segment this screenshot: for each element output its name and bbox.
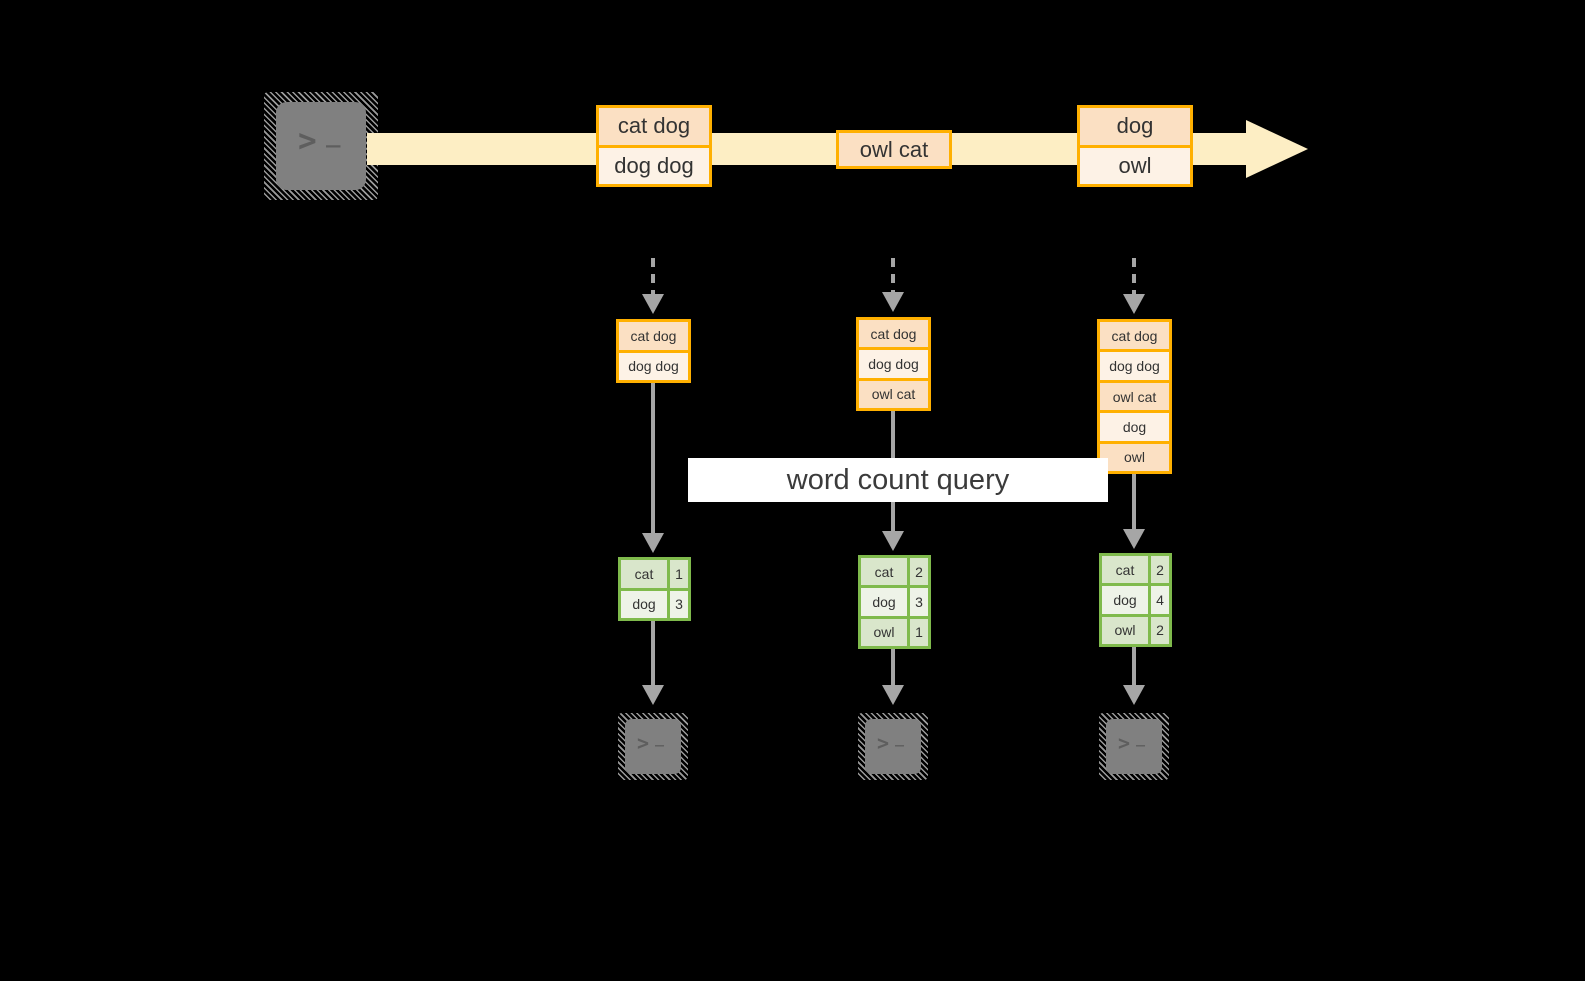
- stream-event-1-line-2: dog dog: [599, 144, 709, 184]
- terminal-face: [1106, 719, 1162, 774]
- result-table-2-key-2: dog: [861, 588, 907, 616]
- result-table-3-key-3: owl: [1102, 616, 1148, 644]
- result-table-3-value-1: 2: [1148, 556, 1169, 584]
- result-table-2-row-2: dog 3: [861, 585, 928, 616]
- result-table-2[interactable]: cat 2 dog 3 owl 1: [858, 555, 931, 649]
- trigger-2-dashed-line: [891, 258, 895, 294]
- input-table-3-row-1: cat dog: [1100, 322, 1169, 350]
- terminal-face: [865, 719, 921, 774]
- input-table-1-row-1: cat dog: [619, 322, 688, 350]
- result-table-3-row-3: owl 2: [1102, 613, 1169, 644]
- result-table-2-row-1: cat 2: [861, 558, 928, 586]
- trigger-2-sink-arrowhead: [882, 685, 904, 705]
- terminal-prompt-glyph: >: [637, 731, 650, 755]
- result-table-1-row-1: cat 1: [621, 560, 688, 588]
- trigger-3-sink-terminal-icon: > _: [1099, 713, 1169, 780]
- query-label-band: word count query: [688, 458, 1108, 502]
- trigger-3-query-arrowhead: [1123, 529, 1145, 549]
- trigger-1-sink-arrowhead: [642, 685, 664, 705]
- input-table-2-row-1: cat dog: [859, 320, 928, 348]
- terminal-cursor-glyph: _: [326, 120, 342, 148]
- result-table-3-row-1: cat 2: [1102, 556, 1169, 584]
- stream-arrow-head: [1246, 120, 1308, 178]
- trigger-3-sink-line: [1132, 647, 1136, 687]
- input-table-3-row-2: dog dog: [1100, 349, 1169, 380]
- trigger-1-dashed-line: [651, 258, 655, 296]
- trigger-3-query-line: [1132, 474, 1136, 531]
- input-table-3-row-5: owl: [1100, 440, 1169, 472]
- stream-event-1-line-1: cat dog: [599, 108, 709, 145]
- trigger-1-dashed-arrowhead: [642, 294, 664, 314]
- result-table-3-row-2: dog 4: [1102, 583, 1169, 614]
- trigger-2-sink-terminal-icon: > _: [858, 713, 928, 780]
- source-terminal-icon: > _: [264, 92, 378, 200]
- result-table-1-value-1: 1: [667, 560, 688, 588]
- result-table-3-value-3: 2: [1148, 616, 1169, 644]
- result-table-3-value-2: 4: [1148, 586, 1169, 614]
- trigger-2-dashed-arrowhead: [882, 292, 904, 312]
- input-table-1[interactable]: cat dog dog dog: [616, 319, 691, 383]
- terminal-prompt-glyph: >: [877, 731, 890, 755]
- input-table-2-row-2: dog dog: [859, 347, 928, 378]
- trigger-3-sink-arrowhead: [1123, 685, 1145, 705]
- result-table-1[interactable]: cat 1 dog 3: [618, 557, 691, 621]
- input-table-3-row-4: dog: [1100, 410, 1169, 441]
- stream-event-3-line-2: owl: [1080, 144, 1190, 184]
- result-table-1-row-2: dog 3: [621, 587, 688, 618]
- stream-event-3-line-1: dog: [1080, 108, 1190, 145]
- result-table-3[interactable]: cat 2 dog 4 owl 2: [1099, 553, 1172, 647]
- input-table-1-row-2: dog dog: [619, 349, 688, 380]
- terminal-face: [625, 719, 681, 774]
- terminal-cursor-glyph: _: [895, 729, 905, 747]
- terminal-prompt-glyph: >: [298, 123, 318, 159]
- trigger-2-query-arrowhead: [882, 531, 904, 551]
- result-table-2-row-3: owl 1: [861, 615, 928, 646]
- trigger-1-sink-line: [651, 621, 655, 687]
- trigger-1-query-line: [651, 383, 655, 535]
- query-label: word count query: [786, 463, 1010, 496]
- input-table-3-row-3: owl cat: [1100, 379, 1169, 411]
- result-table-2-key-3: owl: [861, 618, 907, 646]
- result-table-1-key-1: cat: [621, 560, 667, 588]
- result-table-2-value-1: 2: [907, 558, 928, 586]
- terminal-cursor-glyph: _: [655, 729, 665, 747]
- terminal-cursor-glyph: _: [1136, 729, 1146, 747]
- result-table-2-value-3: 1: [907, 618, 928, 646]
- result-table-2-key-1: cat: [861, 558, 907, 586]
- trigger-1-query-arrowhead: [642, 533, 664, 553]
- terminal-prompt-glyph: >: [1118, 731, 1131, 755]
- input-table-3[interactable]: cat dog dog dog owl cat dog owl: [1097, 319, 1172, 474]
- trigger-1-sink-terminal-icon: > _: [618, 713, 688, 780]
- result-table-3-key-2: dog: [1102, 586, 1148, 614]
- result-table-3-key-1: cat: [1102, 556, 1148, 584]
- stream-event-2[interactable]: owl cat: [836, 130, 952, 169]
- trigger-3-dashed-arrowhead: [1123, 294, 1145, 314]
- trigger-3-dashed-line: [1132, 258, 1136, 296]
- result-table-1-key-2: dog: [621, 590, 667, 618]
- input-table-2[interactable]: cat dog dog dog owl cat: [856, 317, 931, 411]
- stream-event-1[interactable]: cat dog dog dog: [596, 105, 712, 187]
- input-table-2-row-3: owl cat: [859, 377, 928, 408]
- trigger-2-sink-line: [891, 649, 895, 687]
- result-table-2-value-2: 3: [907, 588, 928, 616]
- result-table-1-value-2: 3: [667, 590, 688, 618]
- stream-event-2-line-1: owl cat: [839, 133, 949, 166]
- stream-event-3[interactable]: dog owl: [1077, 105, 1193, 187]
- terminal-face: [276, 102, 366, 190]
